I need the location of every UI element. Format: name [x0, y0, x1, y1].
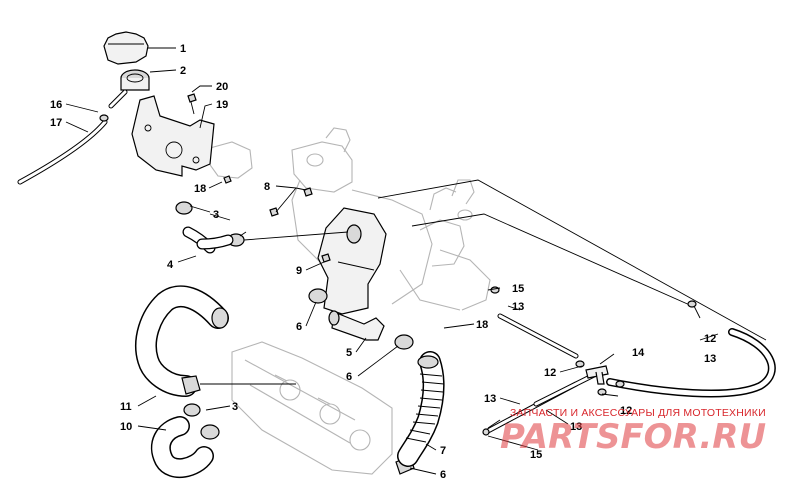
watermark: ЗАПЧАСТИ И АКСЕССУАРЫ ДЛЯ МОТОТЕХНИКИ PA… [500, 407, 766, 457]
callout-8: 8 [264, 181, 270, 193]
watermark-tagline: ЗАПЧАСТИ И АКСЕССУАРЫ ДЛЯ МОТОТЕХНИКИ [510, 407, 766, 419]
callout-16: 16 [50, 99, 62, 111]
callout-4: 4 [167, 259, 174, 271]
callout-15-upper: 15 [512, 283, 524, 295]
radiator-cap [103, 31, 149, 65]
callout-6-bottom: 6 [440, 469, 446, 481]
corrugated-hose-7 [397, 351, 445, 467]
callout-12-mid: 12 [544, 367, 556, 379]
callout-2: 2 [180, 65, 186, 77]
callout-13-right: 13 [704, 353, 716, 365]
callout-20: 20 [216, 81, 228, 93]
callout-1: 1 [180, 43, 186, 55]
throttle-body-ghost [231, 341, 393, 475]
callout-7: 7 [440, 445, 446, 457]
mounting-bracket [131, 95, 215, 177]
filler-neck [108, 69, 150, 109]
callout-13-lower-left: 13 [484, 393, 496, 405]
callout-6-mid: 6 [346, 371, 352, 383]
engine-ghost-outline [207, 127, 491, 311]
callout-14: 14 [632, 347, 645, 359]
tee-fitting-14 [575, 360, 625, 396]
callout-6-left: 6 [296, 321, 302, 333]
callout-18-upper: 18 [194, 183, 206, 195]
bolts-8 [269, 187, 331, 263]
callout-labels: 1 2 20 19 16 17 8 18 3 4 9 15 13 18 6 5 … [50, 43, 716, 481]
callout-17: 17 [50, 117, 62, 129]
callout-13-lower-mid: 13 [570, 421, 582, 433]
callout-3-lower: 3 [232, 401, 238, 413]
callout-19: 19 [216, 99, 228, 111]
callout-11: 11 [120, 401, 132, 413]
radiator-hose-10 [150, 416, 214, 479]
callout-9: 9 [296, 265, 302, 277]
callout-3-upper: 3 [213, 209, 219, 221]
callout-18-lower: 18 [476, 319, 488, 331]
callout-12-right: 12 [704, 333, 716, 345]
elbow-hose-4 [182, 226, 234, 254]
callout-5: 5 [346, 347, 352, 359]
overflow-tube [17, 114, 109, 185]
clamps-3-lower [181, 375, 220, 440]
callout-15-lower: 15 [530, 449, 542, 461]
thermostat-housing [317, 207, 387, 315]
watermark-logo: PARTSFOR.RU [500, 417, 766, 457]
radiator-hose-11 [135, 285, 229, 397]
leader-lines [65, 47, 719, 475]
clamps-6 [308, 288, 415, 475]
callout-10: 10 [120, 421, 132, 433]
fitting-5 [328, 310, 385, 341]
callout-13-upper: 13 [512, 301, 524, 313]
long-hose-12 [377, 179, 776, 398]
callout-12-lower: 12 [620, 405, 632, 417]
small-bolts [187, 93, 232, 184]
